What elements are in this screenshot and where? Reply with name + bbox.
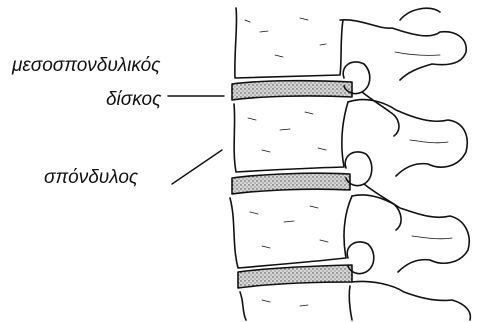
label-intervertebral-disc-line1: μεσοσπονδυλικός xyxy=(12,56,160,75)
leader-line-vertebra xyxy=(172,150,222,184)
vertebra-body-bottom xyxy=(240,286,352,320)
posterior-process-2 xyxy=(348,100,467,176)
vertebra-body-middle xyxy=(234,102,348,172)
posterior-process-4 xyxy=(352,281,470,320)
label-intervertebral-disc-line2: δίσκος xyxy=(106,90,161,109)
posterior-process-3 xyxy=(352,195,469,272)
posterior-process-1 xyxy=(340,20,466,80)
label-vertebra: σπόνδυλος xyxy=(44,168,138,187)
vertebra-body-lower xyxy=(230,196,352,268)
vertebra-body-top xyxy=(235,8,343,78)
intervertebral-disc-2 xyxy=(232,173,350,194)
intervertebral-disc-1 xyxy=(232,81,352,100)
intervertebral-disc-3 xyxy=(238,265,352,288)
